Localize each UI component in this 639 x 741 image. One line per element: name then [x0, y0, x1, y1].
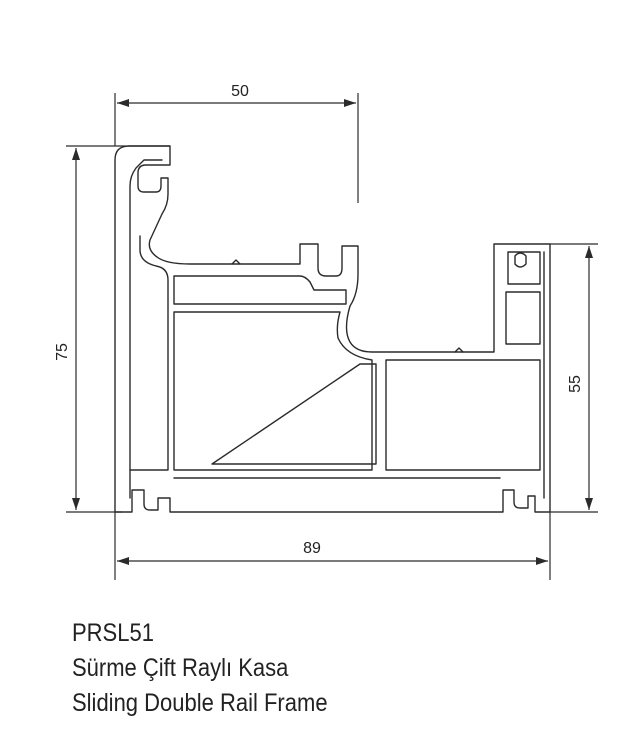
product-code: PRSL51	[72, 619, 154, 647]
dimension-label-left: 75	[54, 343, 71, 361]
dimension-right-55	[550, 243, 598, 513]
dimension-label-top: 50	[231, 83, 249, 100]
frame-profile	[114, 145, 551, 513]
dimension-bottom-89	[114, 512, 551, 580]
product-name-turkish: Sürme Çift Raylı Kasa	[72, 654, 289, 682]
product-name-english: Sliding Double Rail Frame	[72, 689, 328, 717]
dimension-left-75	[66, 145, 170, 513]
dimension-label-right: 55	[567, 375, 584, 393]
dimension-label-bottom: 89	[303, 540, 321, 557]
dimension-top-50	[114, 93, 359, 203]
